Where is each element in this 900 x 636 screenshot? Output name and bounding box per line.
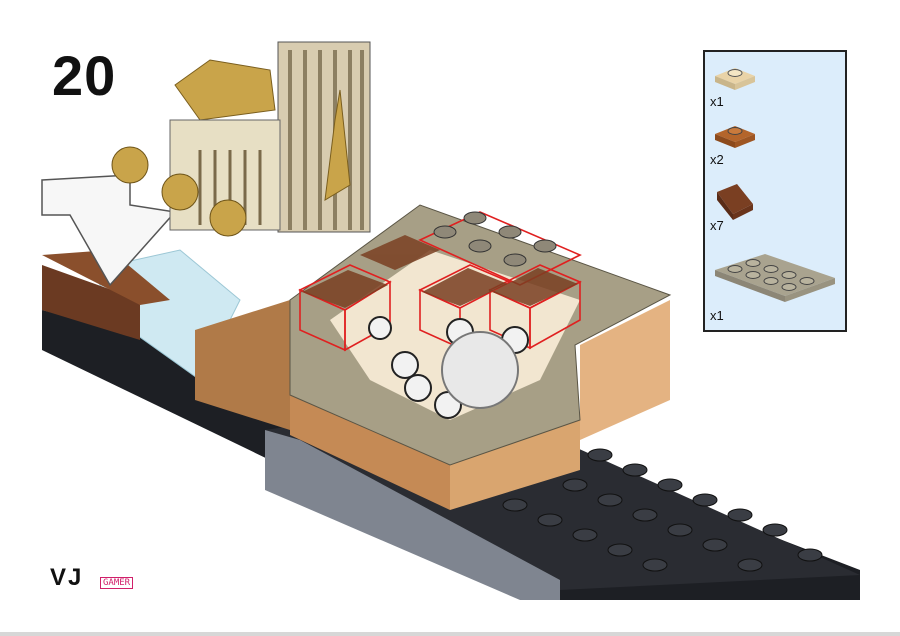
step-number: 20 [52, 44, 117, 107]
gray-tile-strip [265, 430, 560, 600]
part-quantity: x1 [710, 94, 724, 109]
nougat-wall-far-right [580, 300, 670, 440]
gold-palace-roof [174, 59, 276, 121]
nougat-wall-left [195, 300, 290, 430]
brown-slope-pieces [302, 235, 578, 308]
dark-tan-plate-2x4-studs [433, 211, 557, 267]
reddish-brown-wall [42, 265, 140, 340]
gold-spire [324, 89, 351, 201]
part-quantity: x2 [710, 152, 724, 167]
page-bottom-divider [0, 632, 900, 636]
part-item: x7 [705, 178, 845, 234]
vj-gamer-logo: VJ GAMER [50, 565, 160, 593]
white-round-studs [368, 316, 529, 419]
tan-plate-1x1-icon [715, 68, 755, 90]
part-item: x1 [705, 58, 845, 109]
parts-list-callout: x1 x2 x7 [703, 50, 847, 332]
part-quantity: x1 [710, 308, 724, 323]
tower-stripes [288, 50, 364, 230]
part-quantity: x7 [710, 218, 724, 233]
tower-column [277, 41, 371, 233]
dark-tan-plate-2x4-icon [715, 254, 835, 302]
gold-domes [111, 146, 247, 237]
part-item: x1 [705, 248, 845, 326]
nougat-wall-right [450, 420, 580, 510]
logo-sub-text: GAMER [100, 577, 134, 589]
logo-main-text: VJ [50, 564, 84, 591]
brown-slope-1x1-icon [717, 184, 753, 220]
part-item: x2 [705, 116, 845, 167]
brown-plate-1x1-icon [715, 126, 755, 148]
white-gear [441, 331, 519, 409]
nougat-wall-front [290, 390, 450, 510]
